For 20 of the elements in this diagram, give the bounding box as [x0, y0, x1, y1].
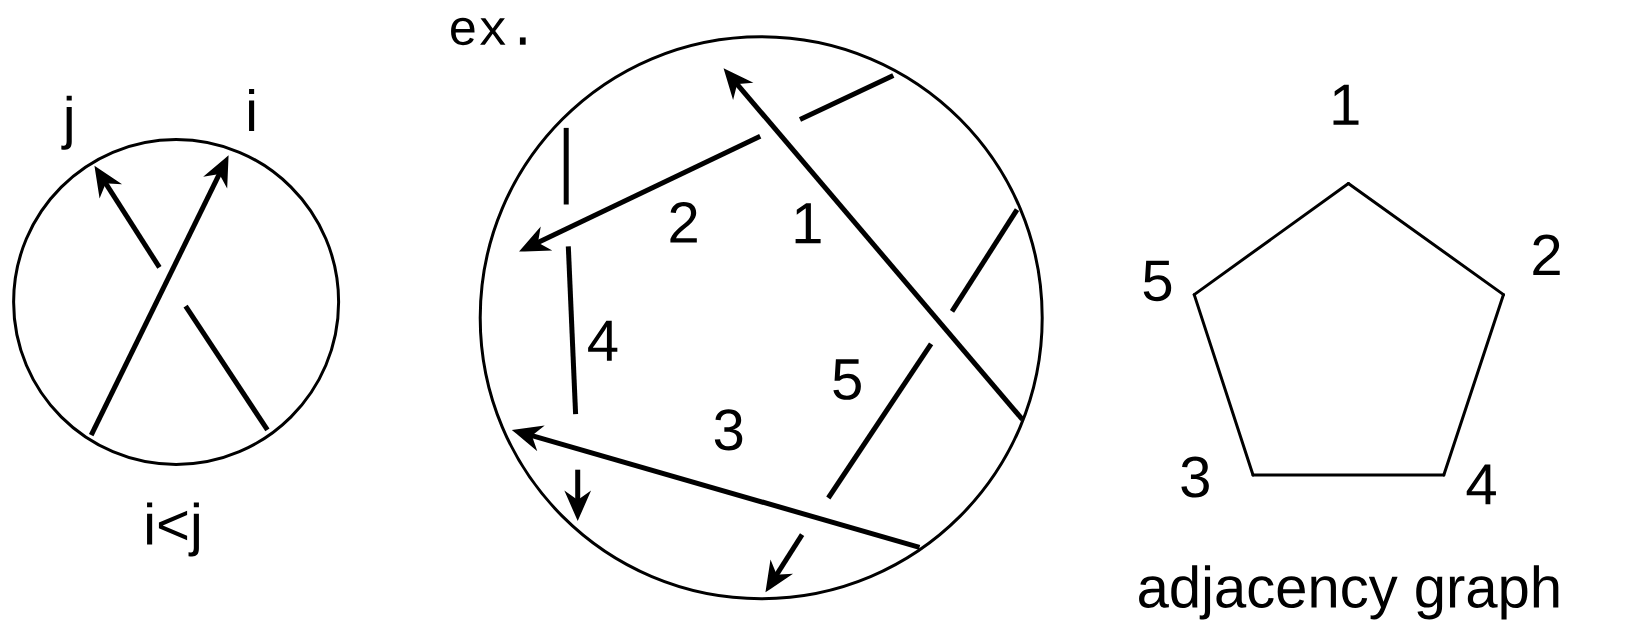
graph-edge	[1192, 293, 1255, 477]
graph-edge	[1442, 293, 1505, 477]
text-label: ex.	[451, 17, 526, 46]
text-label: 5	[833, 359, 861, 400]
graph-edge	[1346, 182, 1505, 297]
vertex-label: 5	[1143, 260, 1172, 302]
text-label: 4	[588, 320, 618, 361]
text-label: 3	[714, 409, 743, 451]
vertex-label: 2	[1533, 234, 1560, 276]
text-label: 2	[670, 202, 697, 243]
graph-edge	[1251, 473, 1446, 477]
vertex-label: 4	[1466, 464, 1496, 505]
text-label: 1	[795, 203, 821, 244]
text-label: i<j	[147, 502, 199, 557]
text-label: adjacency graph	[1139, 565, 1559, 620]
text-label: i	[249, 89, 255, 132]
vertex-label: 3	[1181, 456, 1209, 498]
graph-edge	[1192, 182, 1350, 297]
text-label: j	[61, 95, 72, 150]
vertex-label: 1	[1333, 84, 1359, 125]
